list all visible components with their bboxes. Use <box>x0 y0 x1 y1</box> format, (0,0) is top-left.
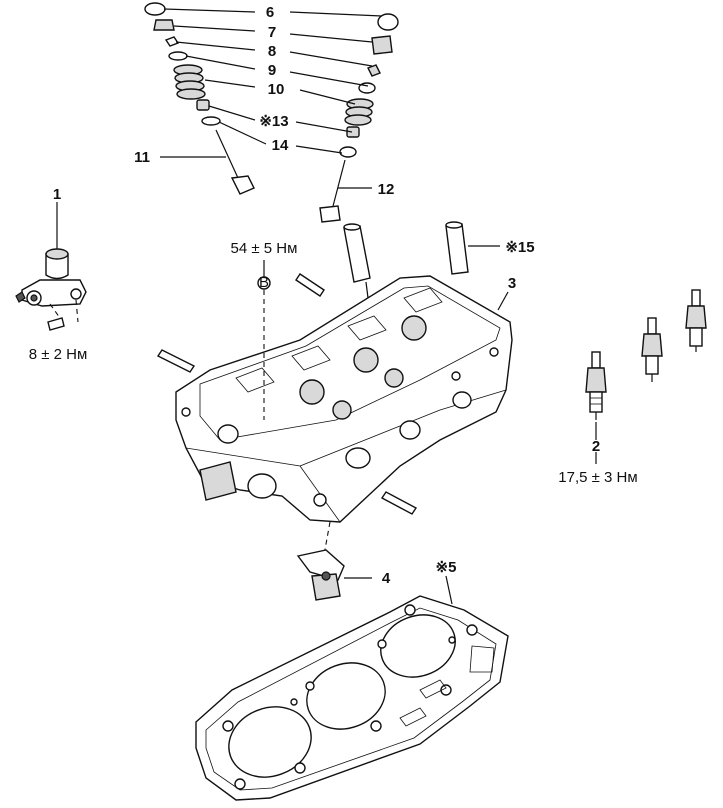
torque-sensor: 8 ± 2 Нм <box>29 346 88 363</box>
intake-valve <box>215 129 255 195</box>
spark-plug <box>585 351 607 420</box>
label-3: 3 <box>508 275 516 292</box>
valve-train-exhaust <box>319 13 399 223</box>
keeper-left <box>164 36 180 47</box>
torque-specs: 8 ± 2 Нм 54 ± 5 Нм 17,5 ± 3 Нм <box>29 240 638 486</box>
label-1: 1 <box>53 186 61 203</box>
label-13: ※13 <box>259 113 288 130</box>
keeper-right <box>367 64 381 77</box>
gasket-holes <box>222 604 478 790</box>
label-5: ※5 <box>436 559 457 576</box>
marker-b: B <box>259 274 269 291</box>
label-14: 14 <box>272 137 289 154</box>
valve-lifter-right <box>377 13 399 31</box>
head-studs <box>156 273 418 515</box>
label-7: 7 <box>268 24 276 41</box>
torque-head-bolt: 54 ± 5 Нм <box>231 240 298 257</box>
valve-spring-right <box>344 98 374 126</box>
label-8: 8 <box>268 43 276 60</box>
valve-lifter-left <box>144 2 166 16</box>
label-6: 6 <box>266 4 274 21</box>
valve-seal-left <box>196 99 210 111</box>
part-2-spark-plugs <box>585 289 707 464</box>
label-11: 11 <box>134 149 150 166</box>
leader-3 <box>497 291 509 311</box>
spark-plug <box>641 317 663 382</box>
torque-spark-plug: 17,5 ± 3 Нм <box>558 469 637 486</box>
spring-seat-left-top <box>168 51 188 61</box>
leader-lines-valve-train <box>160 8 383 189</box>
label-9: 9 <box>268 62 276 79</box>
part-4-bracket <box>296 521 372 601</box>
label-4: 4 <box>382 570 391 587</box>
label-15: ※15 <box>505 239 534 256</box>
valve-train-intake <box>144 2 255 195</box>
valve-spring-left <box>173 64 206 100</box>
spring-seat-left <box>201 116 221 126</box>
head-bolt-marker: B <box>257 260 271 420</box>
retainer-left <box>153 19 175 31</box>
retainer-right <box>371 35 393 55</box>
label-12: 12 <box>378 181 395 198</box>
part-labels: 6 7 8 9 10 ※13 14 11 12 1 ※15 3 2 4 ※5 <box>53 4 600 587</box>
part-5-head-gasket <box>195 575 509 801</box>
spark-plug <box>685 289 707 352</box>
exhaust-valve <box>319 159 346 223</box>
part-15-valve-guides <box>343 221 500 331</box>
part-3-cylinder-head <box>175 275 513 523</box>
valve-seal-right <box>346 126 360 138</box>
spring-seat-right <box>339 146 357 158</box>
part-1-sensor <box>15 202 87 331</box>
label-10: 10 <box>268 81 285 98</box>
label-2: 2 <box>592 438 600 455</box>
